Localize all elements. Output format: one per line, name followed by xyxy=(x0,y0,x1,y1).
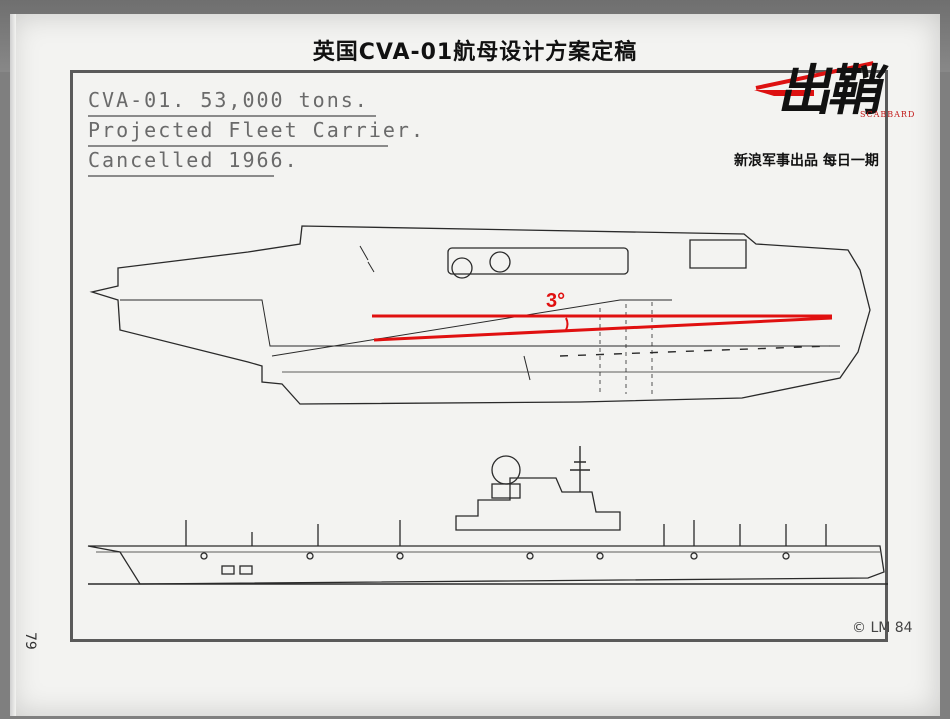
caption-text-1: CVA-01. 53,000 tons. xyxy=(88,88,369,112)
logo-sub-text: SCABBARD xyxy=(860,110,916,119)
scabbard-logo: 出鞘 SCABBARD xyxy=(752,38,916,138)
page-number: 79 xyxy=(22,632,38,650)
headline-title: 英国CVA-01航母设计方案定稿 xyxy=(312,40,638,65)
drawing-frame xyxy=(70,70,888,642)
caption-text-3: Cancelled 1966. xyxy=(88,148,299,172)
caption-underline-2 xyxy=(88,145,388,147)
book-page xyxy=(10,14,940,716)
caption-underline-1 xyxy=(88,115,376,117)
plan-view xyxy=(89,225,871,405)
angle-lines xyxy=(372,314,833,342)
angle-arc xyxy=(565,317,569,331)
logo-arrow-mark xyxy=(754,90,814,96)
caption-text-2: Projected Fleet Carrier. xyxy=(88,118,425,142)
copyright-mark: © LM 84 xyxy=(852,620,913,636)
caption-underline-3 xyxy=(88,175,274,177)
caption-line-1: CVA-01. 53,000 tons. xyxy=(88,88,376,117)
page-fold-shadow xyxy=(10,14,16,716)
caption-line-2: Projected Fleet Carrier. xyxy=(88,118,425,147)
angle-annotation: 3° xyxy=(546,290,566,312)
angled-deck-line xyxy=(373,316,833,342)
caption-line-3: Cancelled 1966. xyxy=(88,148,299,177)
tagline: 新浪军事出品 每日一期 xyxy=(734,153,879,169)
profile-view xyxy=(87,446,888,585)
